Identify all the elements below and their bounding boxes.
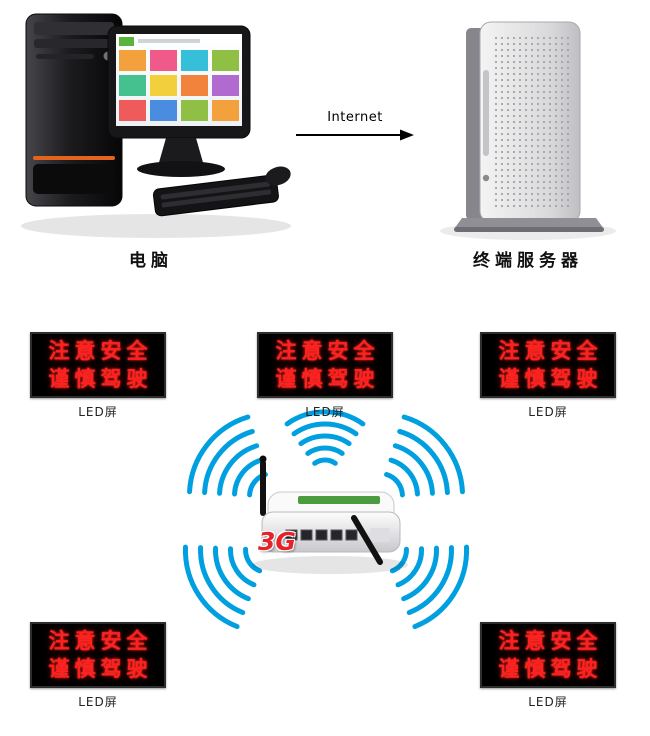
led-panel: 注意安全 谨慎驾驶 (480, 622, 616, 688)
led-panel: 注意安全 谨慎驾驶 (257, 332, 393, 398)
led-line1: 注意安全 (48, 629, 153, 654)
led-screen-bottom-left: 注意安全 谨慎驾驶 LED屏 (30, 622, 166, 710)
router-graphic (252, 455, 408, 574)
led-caption: LED屏 (78, 695, 118, 709)
led-line2: 谨慎驾驶 (498, 656, 603, 681)
keyboard (152, 174, 279, 217)
monitor-base (137, 161, 225, 177)
led-line1: 注意安全 (48, 339, 153, 364)
led-panel: 注意安全 谨慎驾驶 (480, 332, 616, 398)
computer-label: 电脑 (129, 251, 173, 271)
led-caption: LED屏 (305, 405, 345, 419)
server-label: 终端服务器 (473, 251, 583, 271)
led-panel: 注意安全 谨慎驾驶 (30, 622, 166, 688)
led-screen-top-right: 注意安全 谨慎驾驶 LED屏 (480, 332, 616, 420)
internet-link: Internet (294, 110, 416, 147)
mouse (265, 166, 291, 186)
server-stand (454, 218, 604, 229)
led-screen-top-center: 注意安全 谨慎驾驶 LED屏 (257, 332, 393, 420)
router-shadow (252, 556, 408, 574)
monitor-stand (158, 138, 204, 166)
server-vent-holes (492, 36, 570, 208)
led-line2: 谨慎驾驶 (48, 656, 153, 681)
antenna-left-icon (259, 455, 267, 516)
led-line2: 谨慎驾驶 (275, 366, 380, 391)
router-illustration (230, 448, 420, 583)
led-screen-top-left: 注意安全 谨慎驾驶 LED屏 (30, 332, 166, 420)
led-line1: 注意安全 (275, 339, 380, 364)
router-top-label (298, 496, 380, 504)
tower-accent-stripe (33, 156, 115, 160)
led-caption: LED屏 (528, 695, 568, 709)
computer-shadow (21, 214, 291, 238)
internet-label: Internet (327, 110, 383, 125)
arrow-right-icon (296, 129, 414, 141)
screen-tiles (119, 50, 239, 121)
led-line2: 谨慎驾驶 (48, 366, 153, 391)
server-graphic (440, 21, 616, 240)
led-screen-bottom-right: 注意安全 谨慎驾驶 LED屏 (480, 622, 616, 710)
router-3g-label: 3G (258, 527, 296, 556)
router-ports (285, 529, 358, 541)
led-line1: 注意安全 (498, 629, 603, 654)
server-power-led-icon (482, 174, 490, 182)
server-illustration (428, 12, 628, 244)
monitor (107, 25, 251, 177)
tower-case (25, 13, 123, 207)
computer-illustration (6, 6, 296, 244)
led-line1: 注意安全 (498, 339, 603, 364)
led-line2: 谨慎驾驶 (498, 366, 603, 391)
led-panel: 注意安全 谨慎驾驶 (30, 332, 166, 398)
computer-graphic (21, 13, 291, 238)
led-caption: LED屏 (528, 405, 568, 419)
led-caption: LED屏 (78, 405, 118, 419)
